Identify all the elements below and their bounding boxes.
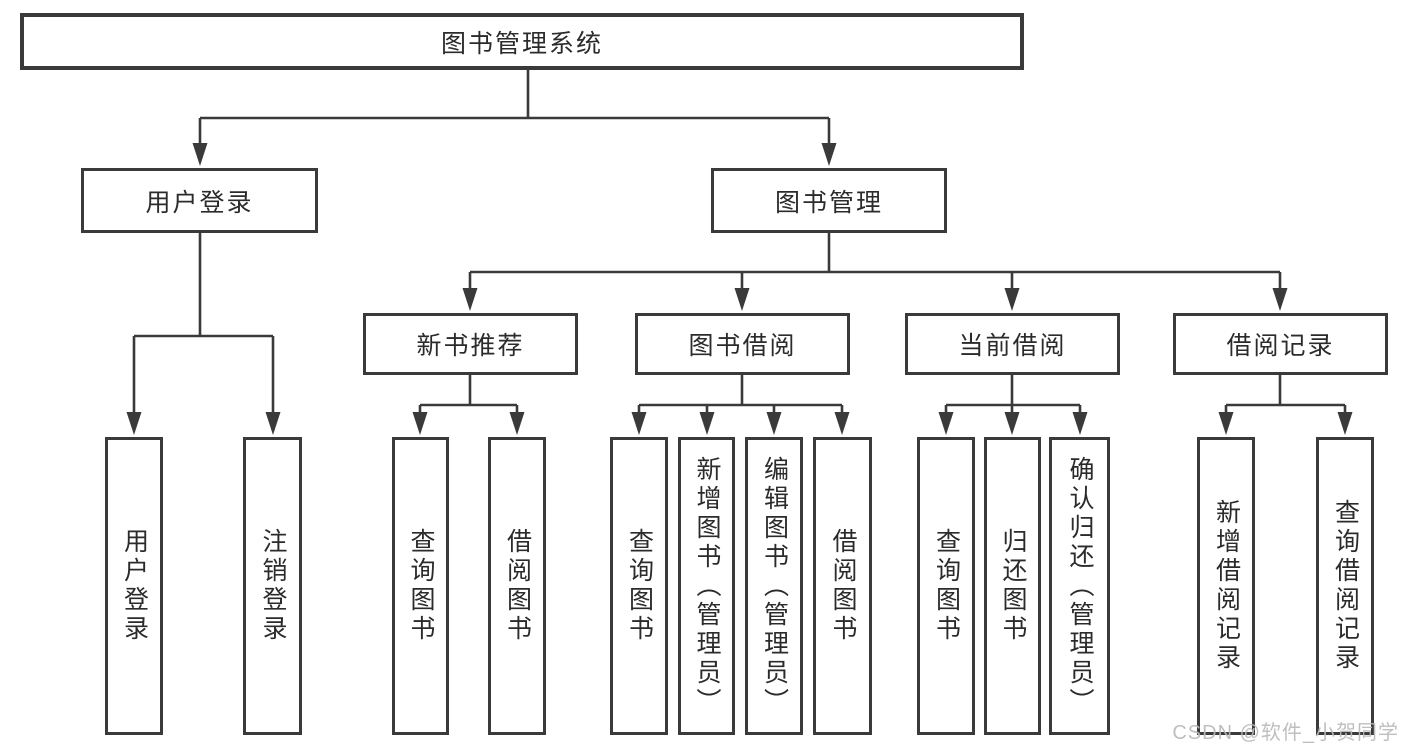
csdn-watermark: CSDN @软件_小贺同学 bbox=[1172, 722, 1399, 744]
arrowhead-icon bbox=[1072, 412, 1088, 435]
node-leaf-borrow-book-1: 借阅图书 bbox=[488, 437, 546, 735]
node-book-borrowing: 图书借阅 bbox=[635, 313, 850, 375]
node-leaf-edit-book: 编辑图书（管理员） bbox=[745, 437, 803, 735]
node-leaf-logout: 注销登录 bbox=[243, 437, 302, 735]
node-label: 注销登录 bbox=[259, 528, 287, 644]
node-leaf-query-book-2: 查询图书 bbox=[610, 437, 668, 735]
arrowhead-icon bbox=[192, 143, 208, 166]
arrowhead-icon bbox=[412, 412, 428, 435]
node-label: 当前借阅 bbox=[958, 332, 1067, 360]
node-label: 查询图书 bbox=[407, 528, 435, 644]
node-new-book-recommend: 新书推荐 bbox=[363, 313, 578, 375]
node-label: 新增图书（管理员） bbox=[693, 455, 721, 717]
arrowhead-icon bbox=[631, 412, 647, 435]
node-leaf-query-book-1: 查询图书 bbox=[392, 437, 449, 735]
node-leaf-borrow-book-2: 借阅图书 bbox=[813, 437, 872, 735]
node-label: 确认归还（管理员） bbox=[1066, 455, 1094, 717]
arrowhead-icon bbox=[699, 412, 715, 435]
node-label: 新书推荐 bbox=[416, 332, 525, 360]
arrowhead-icon bbox=[509, 412, 525, 435]
node-leaf-add-borrow-record: 新增借阅记录 bbox=[1197, 437, 1255, 735]
arrowhead-icon bbox=[265, 412, 281, 435]
node-borrowing-records: 借阅记录 bbox=[1173, 313, 1388, 375]
node-leaf-return-book: 归还图书 bbox=[984, 437, 1041, 735]
node-label: 借阅图书 bbox=[503, 528, 532, 644]
node-label: 归还图书 bbox=[999, 528, 1027, 644]
node-current-borrowing: 当前借阅 bbox=[905, 313, 1120, 375]
node-leaf-user-login: 用户登录 bbox=[105, 437, 163, 735]
node-label: 查询图书 bbox=[625, 528, 654, 644]
node-label: 编辑图书（管理员） bbox=[760, 455, 789, 717]
node-book-management: 图书管理 bbox=[711, 168, 947, 233]
node-leaf-query-book-3: 查询图书 bbox=[917, 437, 975, 735]
node-label: 图书借阅 bbox=[688, 332, 797, 360]
node-label: 图书管理 bbox=[774, 188, 883, 217]
arrowhead-icon bbox=[462, 288, 478, 311]
arrowhead-icon bbox=[821, 143, 837, 166]
arrowhead-icon bbox=[1004, 412, 1020, 435]
arrowhead-icon bbox=[1218, 412, 1234, 435]
arrowhead-icon bbox=[1004, 288, 1020, 311]
node-root: 图书管理系统 bbox=[20, 13, 1024, 70]
node-label: 借阅图书 bbox=[829, 528, 857, 644]
arrowhead-icon bbox=[766, 412, 782, 435]
node-label: 查询借阅记录 bbox=[1331, 499, 1360, 673]
node-label: 查询图书 bbox=[932, 528, 961, 644]
arrowhead-icon bbox=[1337, 412, 1353, 435]
node-label: 借阅记录 bbox=[1226, 332, 1335, 360]
node-leaf-query-borrow-record: 查询借阅记录 bbox=[1316, 437, 1374, 735]
arrowhead-icon bbox=[734, 288, 750, 311]
node-leaf-confirm-return: 确认归还（管理员） bbox=[1049, 437, 1110, 735]
arrowhead-icon bbox=[126, 412, 142, 435]
node-label: 图书管理系统 bbox=[440, 29, 603, 58]
node-user-login: 用户登录 bbox=[81, 168, 318, 233]
node-label: 用户登录 bbox=[120, 528, 149, 644]
node-leaf-add-book: 新增图书（管理员） bbox=[678, 437, 735, 735]
arrowhead-icon bbox=[938, 412, 954, 435]
arrowhead-icon bbox=[834, 412, 850, 435]
arrowhead-icon bbox=[1272, 288, 1288, 311]
node-label: 用户登录 bbox=[145, 188, 254, 217]
node-label: 新增借阅记录 bbox=[1212, 499, 1241, 673]
